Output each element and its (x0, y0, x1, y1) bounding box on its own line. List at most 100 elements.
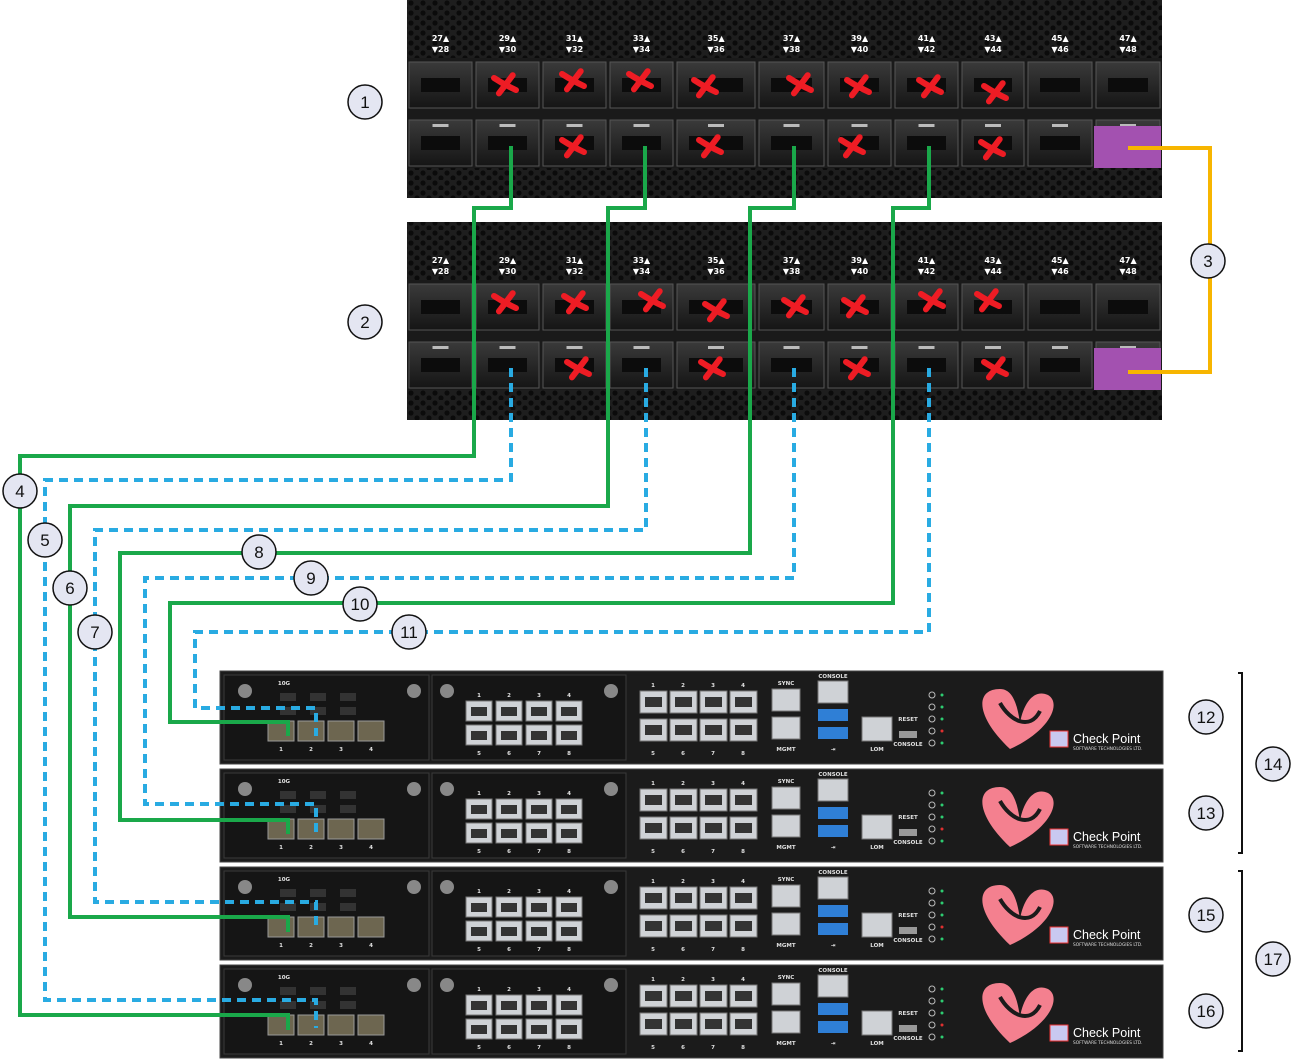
mgmt-port[interactable] (771, 912, 801, 936)
micro-usb-port[interactable] (899, 927, 917, 934)
status-led-icon (928, 727, 936, 735)
console-port[interactable] (817, 680, 849, 704)
usb-port[interactable] (818, 1003, 848, 1015)
port-label-bottom: ▼44 (984, 267, 1002, 276)
sfp-port-number: 4 (369, 747, 373, 753)
sfp-module-port[interactable] (357, 916, 385, 938)
screw-icon (238, 978, 252, 992)
lom-port[interactable] (861, 912, 893, 938)
copper-port-number: 7 (537, 849, 541, 855)
stacking-port[interactable] (1094, 348, 1161, 390)
port-led (1120, 346, 1136, 349)
callout-5: 5 (27, 522, 63, 558)
disabled-port-mark (491, 72, 519, 97)
callout-14: 14 (1255, 746, 1291, 782)
rj45-port-slot (735, 697, 752, 707)
copper-port-number: 4 (741, 683, 745, 689)
usb-port[interactable] (818, 727, 848, 739)
port-label-top: 41▲ (918, 256, 936, 265)
sync-port[interactable] (771, 786, 801, 810)
brand-name: Check Point (1073, 1026, 1141, 1040)
copper-port-number: 3 (537, 889, 541, 895)
copper-port-number: 8 (741, 1045, 745, 1051)
disabled-mark-icon (691, 74, 719, 99)
port-label-bottom: ▼48 (1119, 45, 1137, 54)
logo-badge-icon (1049, 730, 1069, 748)
port-label-top: 27▲ (432, 34, 450, 43)
sfp-module-port[interactable] (297, 720, 325, 742)
sfp-module-port[interactable] (357, 1014, 385, 1036)
port-led (499, 346, 516, 349)
sfp-port[interactable] (542, 341, 607, 389)
console-port[interactable] (817, 876, 849, 900)
status-led-icon (928, 899, 936, 907)
usb-port[interactable] (818, 825, 848, 837)
vent (280, 889, 296, 897)
micro-usb-port[interactable] (899, 829, 917, 836)
sync-port[interactable] (771, 884, 801, 908)
sfp-port-slot (1108, 300, 1148, 314)
callout-number: 8 (254, 543, 263, 562)
group-bracket (1238, 870, 1243, 1052)
sfp-module-port[interactable] (357, 818, 385, 840)
status-led-icon (928, 739, 936, 747)
console-port[interactable] (817, 778, 849, 802)
micro-usb-port[interactable] (899, 1025, 917, 1032)
sfp-module-port[interactable] (327, 1014, 355, 1036)
usb-port[interactable] (818, 1021, 848, 1033)
usb-port[interactable] (818, 709, 848, 721)
copper-port-number: 6 (507, 947, 511, 953)
port-label-bottom: ▼42 (918, 45, 935, 54)
sfp-port-slot (622, 136, 661, 150)
brand-name: Check Point (1073, 928, 1141, 942)
lom-port[interactable] (861, 814, 893, 840)
mgmt-port[interactable] (771, 814, 801, 838)
port-label-bottom: ▼48 (1119, 267, 1137, 276)
sfp-module-port[interactable] (297, 1014, 325, 1036)
rj45-port-slot (705, 1019, 722, 1029)
callout-number: 2 (360, 313, 369, 332)
usb-port[interactable] (818, 905, 848, 917)
usb-port[interactable] (818, 807, 848, 819)
sfp-port-slot (421, 78, 460, 92)
usb-port[interactable] (818, 923, 848, 935)
sfp-module-port[interactable] (297, 916, 325, 938)
callout-circle (1190, 243, 1226, 279)
sync-port[interactable] (771, 688, 801, 712)
sfp-module-port[interactable] (297, 818, 325, 840)
port-led (985, 124, 1001, 127)
sfp-module-port[interactable] (357, 720, 385, 742)
sfp-module-port[interactable] (267, 916, 295, 938)
copper-port-number: 3 (537, 791, 541, 797)
switch-2: 27▲▼2829▲▼3031▲▼3233▲▼3435▲▼3637▲▼3839▲▼… (407, 222, 1162, 420)
mgmt-port[interactable] (771, 1010, 801, 1034)
sfp-port[interactable] (609, 119, 674, 167)
sync-port[interactable] (771, 982, 801, 1006)
lom-port[interactable] (861, 1010, 893, 1036)
rj45-port-slot (645, 893, 662, 903)
screw-icon (440, 684, 454, 698)
disabled-mark-icon (626, 68, 654, 93)
sfp-module-port[interactable] (267, 1014, 295, 1036)
console-port[interactable] (817, 974, 849, 998)
logo-swoosh (998, 995, 1042, 1018)
sfp-module-port[interactable] (327, 916, 355, 938)
rj45-port-slot (645, 823, 662, 833)
sfp-port-number: 1 (279, 845, 283, 851)
sfp-port-number: 3 (339, 845, 343, 851)
sfp-port-slot (907, 136, 946, 150)
copper-port-number: 6 (507, 1045, 511, 1051)
micro-usb-port[interactable] (899, 731, 917, 738)
sfp-module-port[interactable] (327, 818, 355, 840)
disabled-mark-icon (918, 288, 946, 313)
copper-port-number: 8 (567, 1045, 571, 1051)
led-dot (940, 925, 944, 929)
copper-port-number: 1 (477, 889, 481, 895)
sfp-module-port[interactable] (327, 720, 355, 742)
rj45-port-slot (705, 921, 722, 931)
mgmt-port[interactable] (771, 716, 801, 740)
console-label: CONSOLE (893, 1036, 922, 1042)
lom-port[interactable] (861, 716, 893, 742)
rj45-port-slot (501, 927, 517, 936)
sfp-port-slot (1040, 78, 1080, 92)
